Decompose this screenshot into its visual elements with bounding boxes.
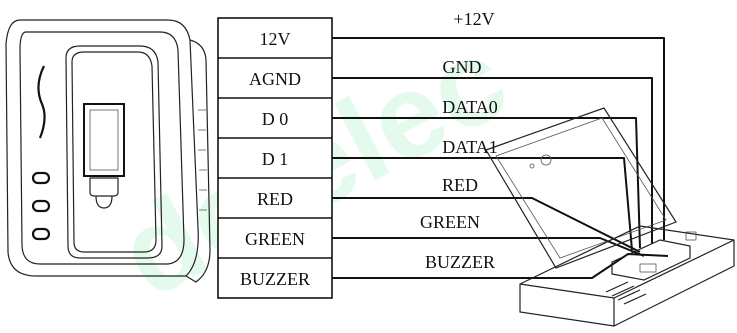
wire	[332, 117, 641, 249]
pin-label: D 0	[262, 109, 289, 129]
indicator-led-2	[31, 199, 51, 213]
signal-label: DATA0	[442, 97, 498, 117]
fingerprint-sensor-icon	[83, 103, 125, 177]
pin-table: 12V AGND D 0 D 1 RED GREEN BUZZER	[217, 17, 333, 299]
pin-label: RED	[257, 189, 293, 209]
wire	[332, 157, 633, 251]
wire	[332, 197, 641, 253]
pin-label: 12V	[260, 29, 291, 49]
wire	[332, 237, 645, 257]
fingerprint-reader-device	[5, 19, 211, 283]
signal-label: RED	[442, 175, 478, 195]
pin-label: BUZZER	[240, 269, 310, 289]
pin-label: AGND	[249, 69, 301, 89]
pin-label: D 1	[262, 149, 289, 169]
wire-group	[332, 37, 669, 279]
signal-label: BUZZER	[425, 252, 495, 272]
wire	[332, 77, 653, 244]
wire	[332, 37, 665, 240]
indicator-led-1	[31, 171, 51, 185]
status-light-icon	[37, 65, 46, 139]
signal-label: GREEN	[420, 212, 480, 232]
signal-label: GND	[443, 57, 482, 77]
wire	[332, 253, 669, 279]
pin-table-frame	[217, 17, 333, 299]
pin-label: GREEN	[245, 229, 305, 249]
connector-module	[485, 107, 735, 327]
indicator-led-3	[31, 227, 51, 241]
signal-label: +12V	[453, 9, 494, 29]
signal-label: DATA1	[442, 137, 498, 157]
